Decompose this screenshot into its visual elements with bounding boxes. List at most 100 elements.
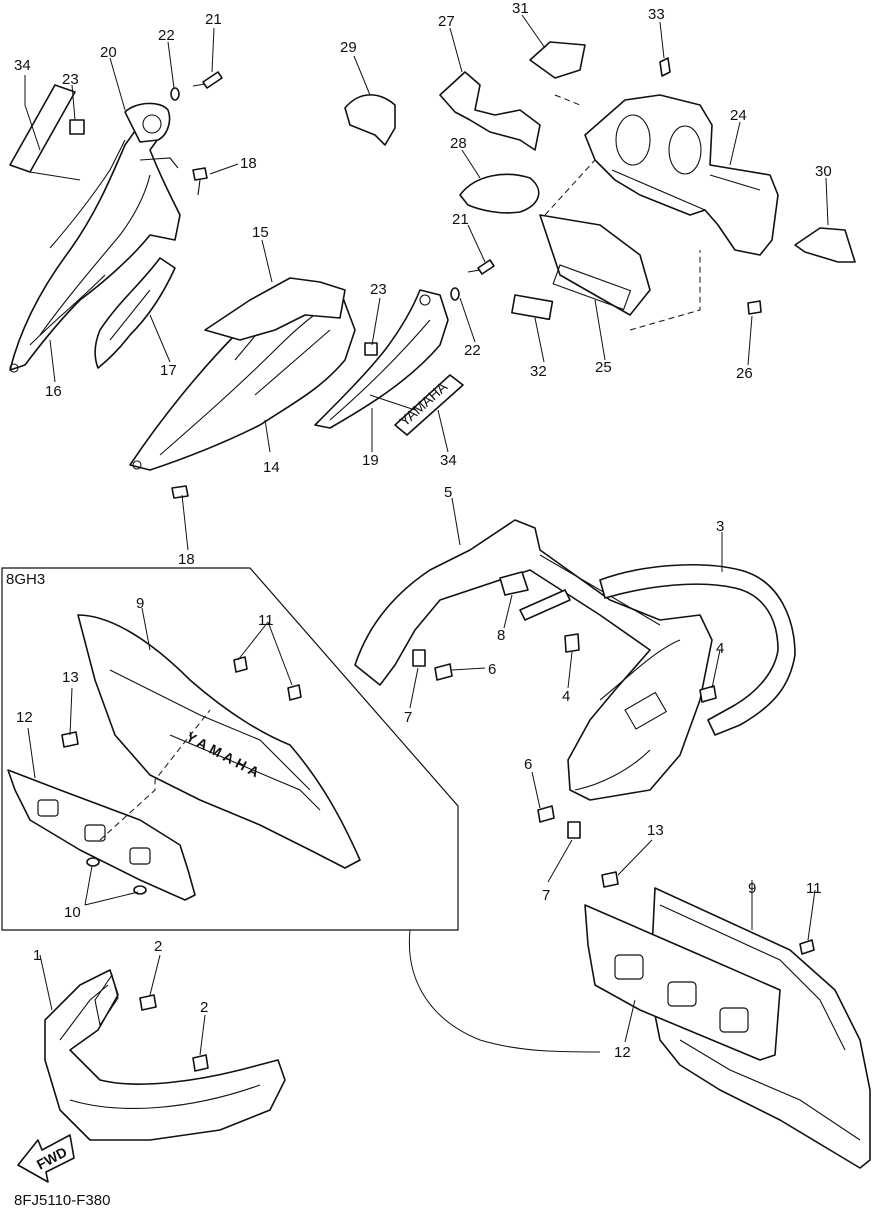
bolt-part-6-lower	[537, 805, 555, 823]
washer-part-22-center	[450, 287, 460, 301]
callout-34-left: 34	[14, 57, 31, 74]
svg-text:8GH3: 8GH3	[6, 571, 45, 588]
callout-30: 30	[815, 163, 832, 180]
bolt-part-21-center	[467, 259, 495, 275]
callout-3: 3	[716, 518, 724, 535]
callout-2-lower: 2	[200, 999, 208, 1016]
callout-26: 26	[736, 365, 753, 382]
callout-15: 15	[252, 224, 269, 241]
decal-part-34-center: YAMAHA	[394, 374, 464, 436]
callout-numbers: 34 23 20 22 21 18 16 17 15 14 19 34 22 2…	[14, 0, 832, 1061]
pad-part-32	[511, 294, 554, 321]
callout-13-right: 13	[647, 822, 664, 839]
screw-part-18-upper	[192, 167, 208, 196]
callout-32: 32	[530, 363, 547, 380]
callout-28: 28	[450, 135, 467, 152]
callout-14: 14	[263, 459, 280, 476]
assembly-line-meter-3	[629, 250, 701, 331]
callout-21-left: 21	[205, 11, 222, 28]
callout-4-center: 4	[562, 688, 570, 705]
bolt-part-6-upper	[434, 663, 453, 681]
callout-6-lower: 6	[524, 756, 532, 773]
washer-part-22-left	[170, 87, 180, 101]
callout-2-upper: 2	[154, 938, 162, 955]
bolt-part-21-left	[192, 71, 223, 89]
callout-11-inset: 11	[258, 612, 274, 629]
callout-22-center: 22	[464, 342, 481, 359]
clip-nut-part-23-left	[69, 119, 85, 135]
callout-16: 16	[45, 383, 62, 400]
callout-4-right: 4	[716, 640, 724, 657]
bracket-part-8	[499, 571, 571, 621]
callout-10-inset: 10	[64, 904, 81, 921]
callout-23-center: 23	[370, 281, 387, 298]
screw-part-33	[659, 57, 671, 77]
drawing-code: 8FJ5110-F380	[14, 1192, 110, 1209]
front-bumper-part-1	[44, 969, 286, 1141]
callout-34-center: 34	[440, 452, 457, 469]
rivet-part-11-right	[799, 939, 815, 955]
mounting-plate-part-12-right	[584, 904, 781, 1061]
bolt-part-4-right	[699, 685, 717, 703]
callout-25: 25	[595, 359, 612, 376]
callout-17: 17	[160, 362, 177, 379]
meter-cover-part-29	[344, 94, 396, 146]
rivet-part-13-inset	[61, 731, 79, 748]
rivet-part-11-inset	[233, 656, 302, 701]
callout-27: 27	[438, 13, 455, 30]
callout-18-lower: 18	[178, 551, 195, 568]
callout-7-upper: 7	[404, 709, 412, 726]
bracket-part-30	[794, 227, 856, 263]
assembly-line-meter-2	[544, 159, 596, 216]
panel-part-25	[539, 214, 651, 316]
leader-lines	[24, 14, 829, 1056]
skid-plate-part-9-inset: YAMAHA	[77, 614, 361, 869]
side-cowl-left-part-16	[9, 102, 181, 373]
rivet-part-13-right	[601, 871, 619, 888]
callout-21-center: 21	[452, 211, 469, 228]
nut-part-7-upper	[412, 649, 426, 667]
callout-23-left: 23	[62, 71, 79, 88]
screw-part-18-lower	[171, 485, 189, 499]
fwd-arrow-icon: FWD	[17, 1134, 75, 1183]
bolt-part-2-lower	[192, 1054, 209, 1072]
inner-panel-part-17	[94, 257, 176, 369]
callout-9-right: 9	[748, 880, 756, 897]
callout-1: 1	[33, 947, 41, 964]
washer-part-10-inset	[86, 857, 147, 895]
clip-nut-part-23-center	[364, 342, 378, 356]
callout-24: 24	[730, 107, 747, 124]
top-cover-part-15	[204, 277, 346, 341]
callout-9-inset: 9	[136, 595, 144, 612]
callout-22-left: 22	[158, 27, 175, 44]
callout-31: 31	[512, 0, 529, 17]
assembly-line-meter-1	[554, 94, 581, 106]
callout-11-right: 11	[806, 880, 822, 897]
bolt-part-2-upper	[139, 994, 157, 1011]
meter-panel-part-24	[584, 94, 779, 256]
nut-part-7-lower	[567, 821, 581, 839]
decal-part-34-left	[9, 84, 76, 173]
inset-8gh3: 8GH3 YAMAHA	[1, 567, 459, 931]
callout-19: 19	[362, 452, 379, 469]
mounting-plate-part-12-inset	[7, 769, 196, 901]
front-frame-part-5	[354, 519, 713, 801]
callout-20: 20	[100, 44, 117, 61]
bumper-bar-part-3	[599, 564, 796, 736]
cover-part-31	[529, 41, 586, 79]
callout-5: 5	[444, 484, 452, 501]
cover-part-28	[459, 173, 540, 214]
bolt-part-4-center	[564, 633, 580, 653]
callout-7-lower: 7	[542, 887, 550, 904]
callout-12-inset: 12	[16, 709, 33, 726]
callout-13-inset: 13	[62, 669, 79, 686]
callout-12-right: 12	[614, 1044, 631, 1061]
callout-8: 8	[497, 627, 505, 644]
bracket-part-27	[439, 71, 541, 151]
inset-connector-curve	[408, 929, 601, 1053]
callout-29: 29	[340, 39, 357, 56]
callout-33: 33	[648, 6, 665, 23]
screw-part-26	[747, 300, 762, 315]
callout-18-upper: 18	[240, 155, 257, 172]
